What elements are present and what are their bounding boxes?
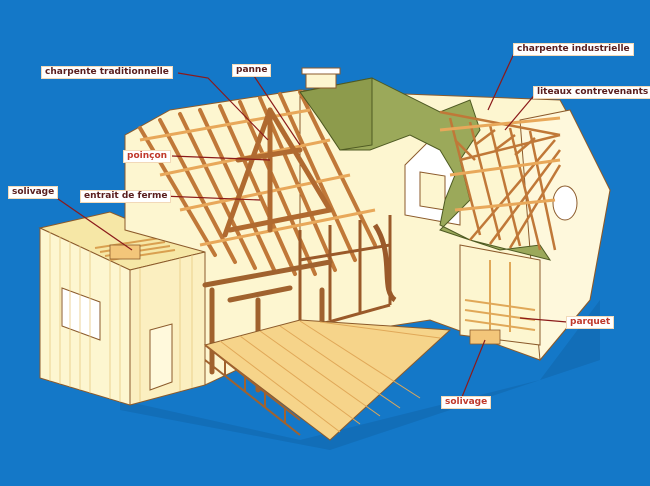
label-charpente-industrielle: charpente industrielle [513, 43, 634, 56]
annex-siding [49, 232, 193, 402]
leader-poincon [171, 155, 271, 161]
left-annex [38, 211, 207, 406]
king-post-truss [222, 107, 333, 238]
leader-solivage-left [47, 191, 133, 251]
label-liteaux-contrevenants: liteaux contrevenants [533, 86, 650, 99]
terrace-floor [203, 319, 452, 441]
label-solivage-bottom: solivage [441, 396, 492, 409]
leader-charpente-industrielle [487, 48, 517, 111]
label-parquet: parquet [566, 316, 615, 329]
leader-entrait [161, 195, 261, 201]
leader-solivage-bottom [461, 339, 486, 398]
label-charpente-traditionnelle: charpente traditionnelle [41, 66, 173, 79]
label-poincon: poinçon [123, 150, 172, 163]
label-entrait-de-ferme: entrait de ferme [80, 190, 172, 203]
timber-curved-brace [372, 223, 397, 303]
leader-lines [47, 48, 568, 398]
leader-parquet [519, 317, 568, 323]
counter-battens [439, 116, 561, 212]
industrial-trusses [439, 110, 562, 251]
leader-liteaux [504, 91, 538, 131]
leader-charpente-traditionnelle [177, 72, 269, 141]
traditional-rafters [138, 90, 377, 276]
right-room [459, 244, 541, 346]
leader-panne [251, 72, 301, 146]
terrace-railing [204, 344, 301, 436]
roof-cover-front [299, 77, 373, 151]
label-solivage-left: solivage [8, 186, 59, 199]
chimney [301, 67, 341, 89]
terrace-planks [219, 320, 441, 433]
label-panne: panne [232, 64, 272, 77]
